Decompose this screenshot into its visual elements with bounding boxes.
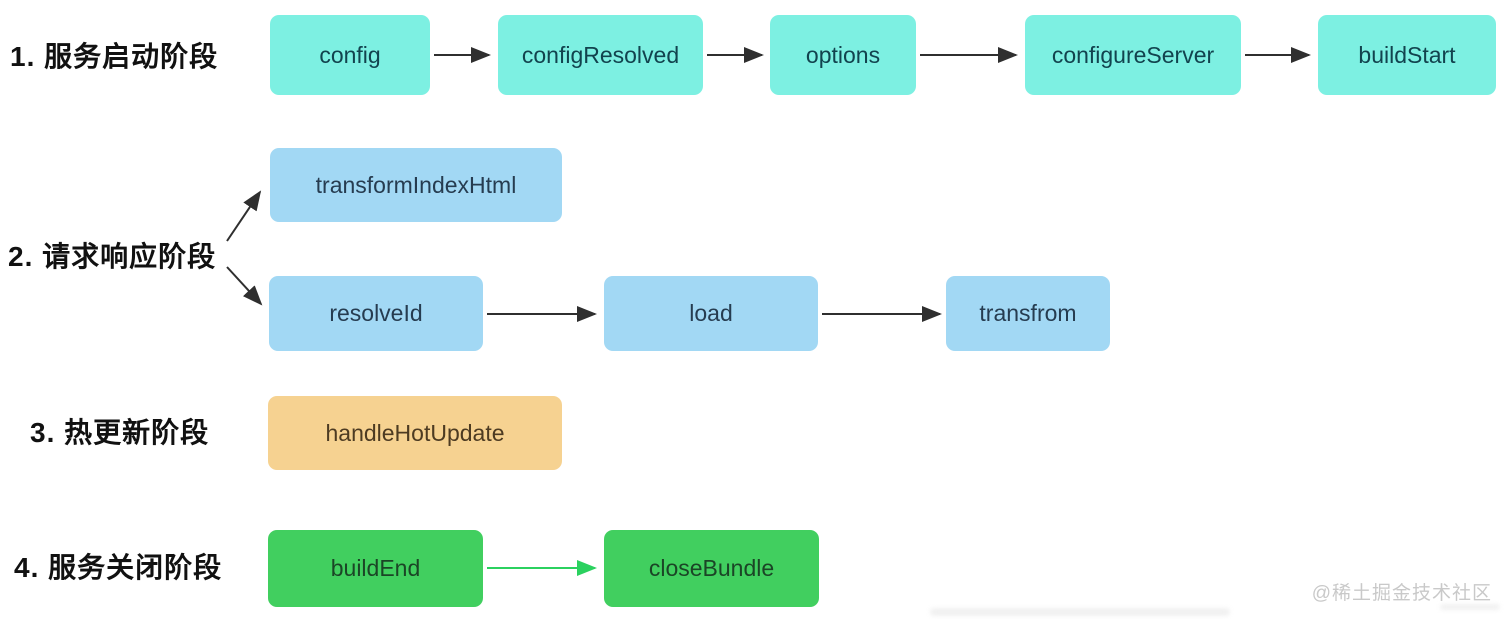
node-build-end: buildEnd: [268, 530, 483, 607]
arrow-phase2-to-resolveid: [226, 266, 263, 306]
node-resolve-id: resolveId: [269, 276, 483, 351]
node-transfrom: transfrom: [946, 276, 1110, 351]
node-close-bundle: closeBundle: [604, 530, 819, 607]
arrow-phase2-to-transformindexhtml: [226, 190, 262, 242]
node-config: config: [270, 15, 430, 95]
node-handle-hot-update: handleHotUpdate: [268, 396, 562, 470]
bottom-corner-smudge: [1440, 604, 1500, 610]
node-options: options: [770, 15, 916, 95]
node-load: load: [604, 276, 818, 351]
node-build-start: buildStart: [1318, 15, 1496, 95]
node-configure-server: configureServer: [1025, 15, 1241, 95]
phase4-label: 4. 服务关闭阶段: [14, 552, 223, 583]
phase2-label: 2. 请求响应阶段: [8, 241, 217, 272]
node-transform-index-html: transformIndexHtml: [270, 148, 562, 222]
phase3-label: 3. 热更新阶段: [30, 417, 210, 448]
bottom-smudge: [930, 608, 1230, 616]
node-config-resolved: configResolved: [498, 15, 703, 95]
phase1-label: 1. 服务启动阶段: [10, 41, 219, 72]
watermark: @稀土掘金技术社区: [1311, 583, 1492, 604]
